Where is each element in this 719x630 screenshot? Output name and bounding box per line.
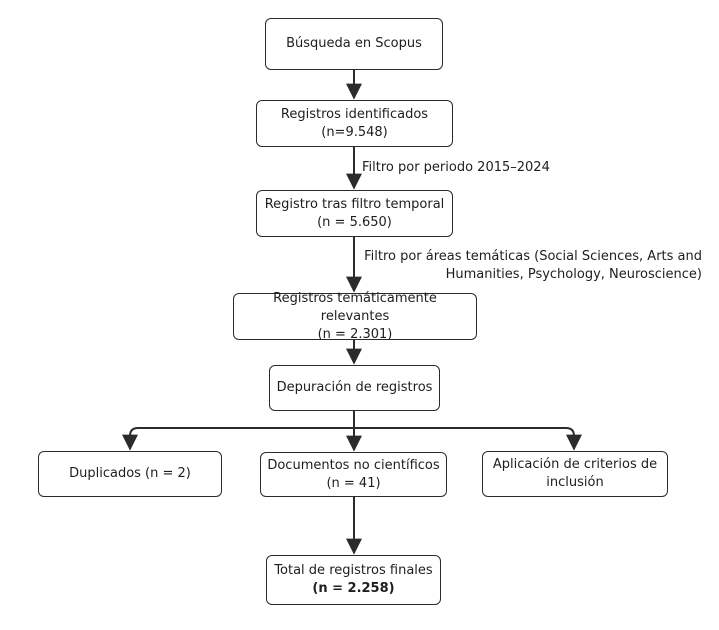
node-depuration-text: Depuración de registros (276, 380, 433, 395)
node-temporal-filter-count: (n = 5.650) (317, 214, 392, 230)
node-inclusion-criteria: Aplicación de criterios de inclusión (482, 451, 668, 497)
node-thematic-records-title: Registros temáticamente relevantes (273, 290, 437, 324)
node-identified-records: Registros identificados (n=9.548) (256, 100, 453, 147)
node-non-scientific-documents: Documentos no científicos (n = 41) (260, 452, 447, 497)
node-duplicates: Duplicados (n = 2) (38, 451, 222, 497)
node-final-records: Total de registros finales (n = 2.258) (266, 555, 441, 605)
node-scopus-search: Búsqueda en Scopus (265, 18, 443, 70)
connector-branch-bar (122, 427, 582, 451)
area-filter-text-line2: Humanities, Psychology, Neuroscience) (445, 267, 702, 282)
node-final-records-count: (n = 2.258) (312, 581, 395, 596)
area-filter-text-line1: Filtro por áreas temáticas (Social Scien… (364, 249, 702, 264)
node-identified-records-count: (n=9.548) (321, 124, 388, 140)
node-inclusion-criteria-line1: Aplicación de criterios de (492, 457, 658, 472)
edge-label-area-filter: Filtro por áreas temáticas (Social Scien… (362, 248, 702, 284)
node-non-scientific-title: Documentos no científicos (267, 457, 440, 473)
node-temporal-filter-title: Registro tras filtro temporal (264, 196, 445, 212)
node-non-scientific-count: (n = 41) (326, 475, 381, 491)
node-depuration: Depuración de registros (269, 365, 440, 411)
node-thematic-records-count: (n = 2.301) (317, 326, 393, 342)
node-identified-records-title: Registros identificados (280, 106, 429, 122)
node-duplicates-text: Duplicados (n = 2) (69, 466, 191, 481)
node-final-records-title: Total de registros finales (274, 563, 433, 578)
node-scopus-search-text: Búsqueda en Scopus (286, 36, 422, 51)
node-temporal-filter-records: Registro tras filtro temporal (n = 5.650… (256, 190, 453, 237)
edge-label-period-filter: Filtro por periodo 2015–2024 (362, 159, 550, 177)
period-filter-text: Filtro por periodo 2015–2024 (362, 160, 550, 175)
node-inclusion-criteria-line2: inclusión (546, 475, 604, 490)
node-thematic-records: Registros temáticamente relevantes (n = … (233, 290, 477, 342)
